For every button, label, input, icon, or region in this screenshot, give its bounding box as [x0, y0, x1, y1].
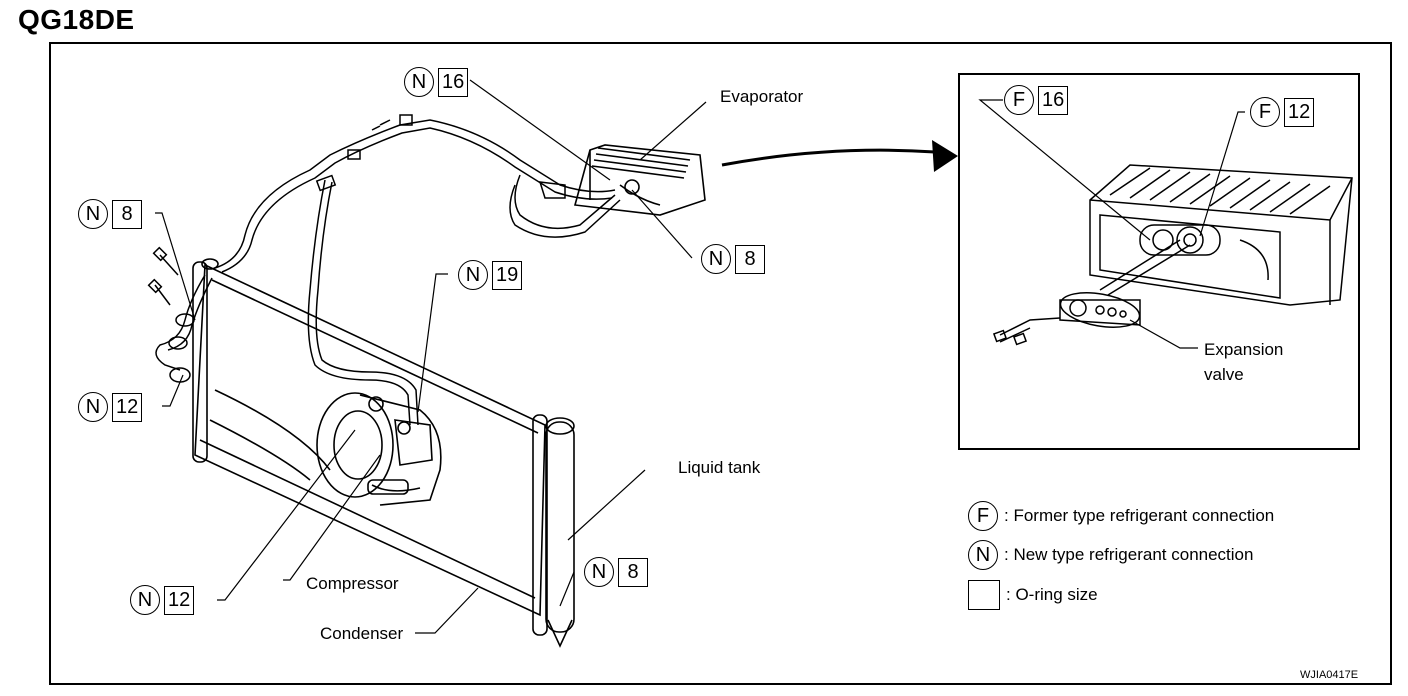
compressor-label: Compressor: [306, 574, 399, 593]
oring-size-box: 12: [1284, 97, 1315, 127]
detail-leader-lines: [978, 99, 1245, 349]
main-frame: [49, 42, 1392, 685]
expansion-valve-label-line2: valve: [1204, 365, 1244, 384]
oring-size-box: 8: [112, 199, 142, 229]
n-symbol: N: [968, 540, 998, 570]
evaporator-label: Evaporator: [720, 87, 804, 106]
n-symbol: N: [404, 67, 434, 97]
callout-n12-left: N 12: [78, 392, 143, 422]
f-symbol: F: [1004, 85, 1034, 115]
condenser-drawing: [192, 258, 546, 617]
liquid-tank-drawing: [532, 414, 575, 648]
callout-n8-left: N 8: [78, 199, 142, 229]
n-symbol: N: [78, 199, 108, 229]
oring-size-box: 16: [438, 67, 469, 97]
page-title: QG18DE: [18, 4, 135, 35]
oring-size-box: 8: [618, 557, 648, 587]
legend-oring: : O-ring size: [968, 580, 1098, 610]
oring-size-box: 8: [735, 244, 765, 274]
f-symbol: F: [968, 501, 998, 531]
pipes-drawing: [147, 114, 621, 426]
n-symbol: N: [458, 260, 488, 290]
detail-evaporator-drawing: [992, 164, 1353, 346]
liquid-tank-label: Liquid tank: [678, 458, 761, 477]
detail-inset-frame: [958, 73, 1360, 450]
callout-n8-evap: N 8: [701, 244, 765, 274]
oring-box-symbol: [968, 580, 1000, 610]
leader-lines: [155, 79, 707, 634]
condenser-label: Condenser: [320, 624, 404, 643]
callout-f16-detail: F 16: [1004, 85, 1069, 115]
n-symbol: N: [78, 392, 108, 422]
compressor-drawing: [316, 392, 442, 506]
legend-new-text: : New type refrigerant connection: [1004, 545, 1254, 564]
n-symbol: N: [701, 244, 731, 274]
oring-size-box: 12: [164, 585, 195, 615]
oring-size-box: 16: [1038, 85, 1069, 115]
n-symbol: N: [584, 557, 614, 587]
n-symbol: N: [130, 585, 160, 615]
expansion-valve-label-line1: Expansion: [1204, 340, 1284, 359]
legend-new: N : New type refrigerant connection: [968, 540, 1253, 570]
oring-size-box: 19: [492, 260, 523, 290]
f-symbol: F: [1250, 97, 1280, 127]
callout-n8-tank: N 8: [584, 557, 648, 587]
legend-oring-text: : O-ring size: [1006, 585, 1098, 604]
legend-former: F : Former type refrigerant connection: [968, 501, 1274, 531]
evaporator-drawing: [573, 144, 706, 216]
detail-arrow: [721, 148, 936, 167]
callout-n16-top: N 16: [404, 67, 469, 97]
figure-code: WJIA0417E: [1300, 669, 1359, 681]
oring-size-box: 12: [112, 392, 143, 422]
legend-former-text: : Former type refrigerant connection: [1004, 506, 1275, 525]
callout-f12-detail: F 12: [1250, 97, 1315, 127]
callout-n12-bottom: N 12: [130, 585, 195, 615]
callout-n19: N 19: [458, 260, 523, 290]
